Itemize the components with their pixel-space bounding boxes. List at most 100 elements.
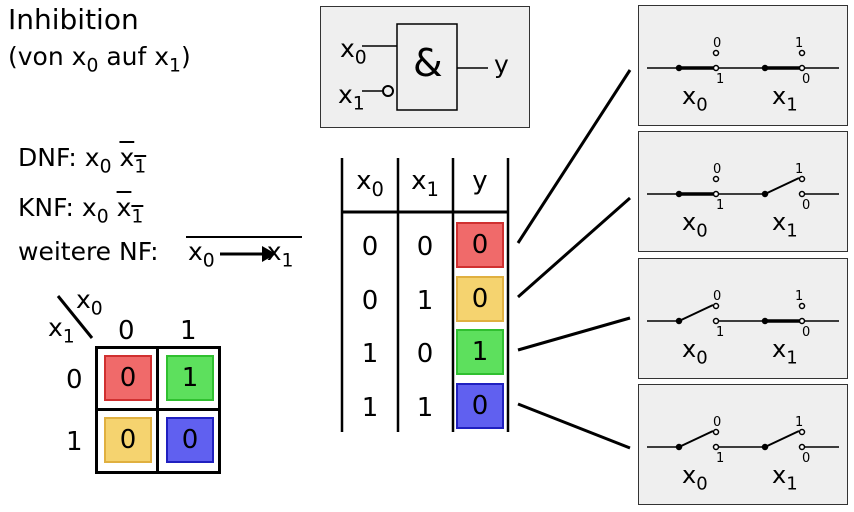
switch-x1-label: x1 bbox=[772, 461, 798, 495]
truth-table-cell: 0 bbox=[416, 339, 434, 369]
contact-dot bbox=[798, 443, 806, 451]
subtitle: (von x0 auf x1) bbox=[8, 42, 191, 77]
contact-dot bbox=[675, 317, 683, 325]
switch-panel: x0 x1 0 1 1 0 bbox=[638, 5, 848, 126]
contact-dot bbox=[712, 175, 720, 183]
kmap-row-var: x1 bbox=[48, 313, 75, 348]
wire bbox=[678, 430, 714, 448]
truth-table-output-cell: 0 bbox=[456, 276, 504, 322]
dnf-formula: DNF: x0 x1 bbox=[18, 143, 147, 178]
switch-x0-bottom-contact-label: 1 bbox=[716, 198, 725, 213]
knf-formula: KNF: x0 x1 bbox=[18, 193, 144, 228]
truth-table-header-cell: x1 bbox=[411, 166, 439, 201]
switch-drawing bbox=[647, 302, 839, 325]
gate-output-y: y bbox=[494, 50, 509, 79]
contact-dot bbox=[798, 49, 806, 57]
kmap-col-label: 0 bbox=[118, 316, 135, 346]
switch-x1-top-contact-label: 1 bbox=[795, 162, 804, 177]
kmap-col-var: x0 bbox=[76, 285, 103, 320]
contact-dot bbox=[798, 428, 806, 436]
contact-dot bbox=[798, 64, 806, 72]
wire bbox=[678, 304, 714, 322]
contact-dot bbox=[712, 443, 720, 451]
weitere-nf-label: weitere NF: bbox=[18, 237, 159, 266]
contact-dot bbox=[798, 302, 806, 310]
switch-x1-label: x1 bbox=[772, 208, 798, 242]
contact-dot bbox=[712, 428, 720, 436]
switch-x0-label: x0 bbox=[682, 82, 708, 116]
contact-dot bbox=[761, 190, 769, 198]
truth-table-cell: 1 bbox=[361, 393, 379, 423]
contact-dot bbox=[675, 64, 683, 72]
switch-x0-top-contact-label: 0 bbox=[713, 162, 722, 177]
switch-x1-bottom-contact-label: 0 bbox=[802, 72, 811, 87]
kmap-col-label: 1 bbox=[180, 316, 197, 346]
switch-x1-top-contact-label: 1 bbox=[795, 36, 804, 51]
truth-table-cell: 0 bbox=[416, 232, 434, 262]
contact-dot bbox=[712, 302, 720, 310]
switch-x0-bottom-contact-label: 1 bbox=[716, 325, 725, 340]
switch-x1-label: x1 bbox=[772, 335, 798, 369]
truth-table-cell: 1 bbox=[361, 339, 379, 369]
truth-table-cell: 1 bbox=[416, 286, 434, 316]
truth-table-cell: 0 bbox=[361, 232, 379, 262]
contact-dot bbox=[712, 49, 720, 57]
switch-x1-label: x1 bbox=[772, 82, 798, 116]
contact-dot bbox=[675, 190, 683, 198]
switch-x1-top-contact-label: 1 bbox=[795, 289, 804, 304]
contact-dot bbox=[761, 317, 769, 325]
truth-table-output-cell: 0 bbox=[456, 383, 504, 429]
switch-x0-top-contact-label: 0 bbox=[713, 36, 722, 51]
switch-x0-label: x0 bbox=[682, 461, 708, 495]
truth-table-header-cell: y bbox=[472, 166, 488, 196]
title: Inhibition bbox=[8, 3, 139, 36]
gate-input-x1: x1 bbox=[338, 80, 365, 115]
contact-dot bbox=[798, 317, 806, 325]
truth-table-output-cell: 0 bbox=[456, 222, 504, 268]
contact-dot bbox=[798, 190, 806, 198]
switch-x0-label: x0 bbox=[682, 335, 708, 369]
switch-x0-bottom-contact-label: 1 bbox=[716, 72, 725, 87]
kmap-row-label: 0 bbox=[66, 365, 83, 395]
truth-table-cell: 1 bbox=[416, 393, 434, 423]
wire bbox=[764, 177, 800, 195]
truth-table-output-cell: 1 bbox=[456, 329, 504, 375]
truth-table-cell: 0 bbox=[361, 286, 379, 316]
contact-dot bbox=[761, 64, 769, 72]
truth-table-header-cell: x0 bbox=[356, 166, 384, 201]
contact-dot bbox=[712, 317, 720, 325]
wire bbox=[764, 430, 800, 448]
switch-x0-label: x0 bbox=[682, 208, 708, 242]
gate-input-x0: x0 bbox=[340, 34, 367, 69]
kmap-divider bbox=[95, 408, 221, 411]
kmap-cell: 0 bbox=[104, 417, 152, 463]
switch-panel: x0 x1 0 1 1 0 bbox=[638, 258, 848, 379]
switch-x1-bottom-contact-label: 0 bbox=[802, 325, 811, 340]
switch-x0-top-contact-label: 0 bbox=[713, 415, 722, 430]
switch-drawing bbox=[647, 49, 839, 72]
switch-x0-top-contact-label: 0 bbox=[713, 289, 722, 304]
contact-dot bbox=[761, 443, 769, 451]
switch-x1-bottom-contact-label: 0 bbox=[802, 451, 811, 466]
kmap-cell: 0 bbox=[166, 417, 214, 463]
contact-dot bbox=[675, 443, 683, 451]
contact-dot bbox=[712, 64, 720, 72]
switch-drawing bbox=[647, 175, 839, 198]
gate-and-symbol: & bbox=[413, 41, 443, 85]
kmap-cell: 1 bbox=[166, 355, 214, 401]
switch-panel: x0 x1 0 1 1 0 bbox=[638, 131, 848, 252]
contact-dot bbox=[798, 175, 806, 183]
kmap-cell: 0 bbox=[104, 355, 152, 401]
switch-x0-bottom-contact-label: 1 bbox=[716, 451, 725, 466]
gate-panel bbox=[320, 6, 530, 128]
switch-x1-bottom-contact-label: 0 bbox=[802, 198, 811, 213]
contact-dot bbox=[712, 190, 720, 198]
switch-drawing bbox=[647, 428, 839, 451]
